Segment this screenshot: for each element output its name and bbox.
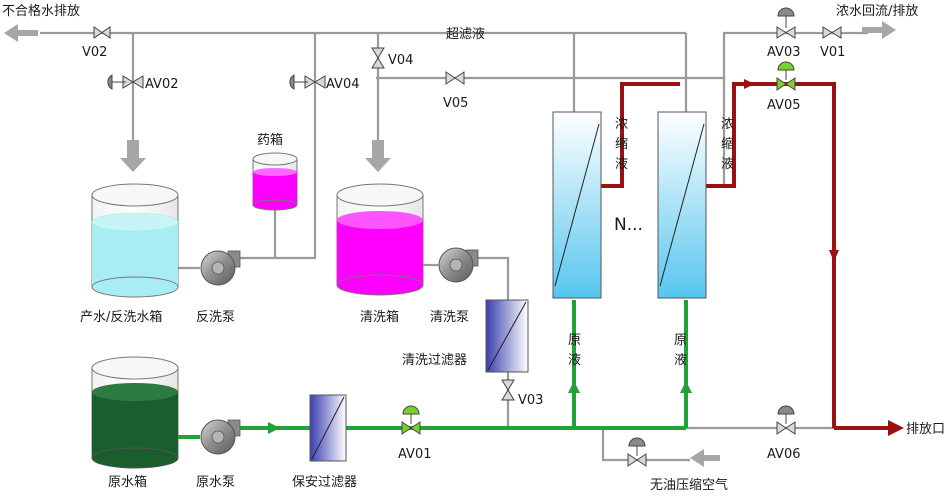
cleaning-pump [438,247,479,283]
cleaning-pump-out-pipe [476,256,510,300]
left-discharge-arrow-icon [4,24,38,42]
feed-arrow-3-icon [268,422,280,434]
concentrate-char: 液 [615,157,628,172]
membrane-more-label: N... [614,215,643,235]
security-filter-label: 保安过滤器 [292,475,357,490]
ultrafiltrate-label: 超滤液 [446,27,485,42]
medicine-tank-label: 药箱 [257,132,283,148]
cleaning-tank-inlet-arrow-icon [365,140,391,172]
air-inlet-arrow-icon [690,449,720,467]
product-tank [91,183,179,298]
concentrate-char: 浓 [721,117,734,132]
raw-liquid-char: 液 [568,353,581,368]
av03-label: AV03 [767,45,801,60]
cleaning-tank [336,183,424,296]
concentrate-arrow-icon [744,79,755,89]
feed-arrow-2-icon [680,381,692,393]
valve-v02[interactable] [93,26,111,39]
product-tank-inlet-arrow-icon [120,140,146,172]
outlet-arrow-icon [888,420,904,436]
valve-v04[interactable] [371,47,385,69]
valve-air[interactable] [627,437,647,467]
av05-label: AV05 [767,98,801,113]
product-water-level [92,222,178,287]
cleaning-filter [485,299,529,373]
security-filter [309,394,347,462]
concentrate-char: 缩 [615,136,628,152]
air-line-pipe [601,428,690,462]
right-discharge-arrow-icon [862,21,896,39]
membrane-module-2 [657,111,707,299]
outlet-label: 排放口 [906,422,945,437]
top-right-discharge-label: 浓水回流/排放 [836,4,918,19]
concentrate-pipe-2 [706,82,836,428]
membrane-module-1 [552,111,602,299]
raw-water-tank [91,356,179,469]
valve-av01[interactable] [401,405,421,435]
feed-arrow-1-icon [568,381,580,393]
valve-v05[interactable] [445,71,465,85]
concentrate-down-arrow-icon [829,250,839,262]
v04-label: V04 [388,53,413,68]
raw-tank-label: 原水箱 [108,474,147,490]
av06-label: AV06 [767,447,801,462]
valve-av06[interactable] [776,405,796,435]
gray-arrows [4,21,896,467]
raw-liquid-char: 原 [568,333,581,348]
v02-label: V02 [82,45,107,60]
v03-label: V03 [518,393,543,408]
concentrate-pipe-1 [600,82,680,188]
valve-av03[interactable] [776,7,796,39]
oil-free-air-label: 无油压缩空气 [650,477,728,493]
concentrate-char: 液 [721,157,734,172]
raw-liquid-char: 原 [674,333,687,348]
concentrate-char: 缩 [721,136,734,152]
backwash-pump-label: 反洗泵 [196,310,235,325]
concentrate-pipes [600,79,904,436]
av04-label: AV04 [326,77,360,92]
valve-v01[interactable] [822,26,842,39]
av02-label: AV02 [145,77,179,92]
valve-av02[interactable] [107,74,144,90]
av04-riser-pipe [238,33,317,260]
backwash-pump [200,250,241,286]
raw-water-level [92,392,178,458]
valve-av05[interactable] [776,61,796,91]
cleaning-tank-label: 清洗箱 [360,309,399,325]
cleaning-filter-label: 清洗过滤器 [402,353,467,368]
medicine-tank [252,152,298,211]
valve-av04[interactable] [289,74,326,90]
raw-liquid-char: 液 [674,353,687,368]
av01-label: AV01 [398,447,432,462]
product-tank-label: 产水/反洗水箱 [80,309,162,325]
v01-label: V01 [820,45,845,60]
concentrate-return-pipe [722,31,868,186]
cleaning-pump-label: 清洗泵 [430,310,469,325]
concentrate-char: 浓 [615,117,628,132]
labels: 不合格水排放 超滤液 浓水回流/排放 V02 AV02 AV04 V04 V05… [2,3,945,493]
cleaning-liquid-level [337,220,423,285]
raw-pump-label: 原水泵 [196,475,235,490]
v05-label: V05 [443,96,468,111]
top-left-discharge-label: 不合格水排放 [2,3,80,19]
raw-water-pump [200,419,241,455]
valve-v03[interactable] [501,379,515,401]
